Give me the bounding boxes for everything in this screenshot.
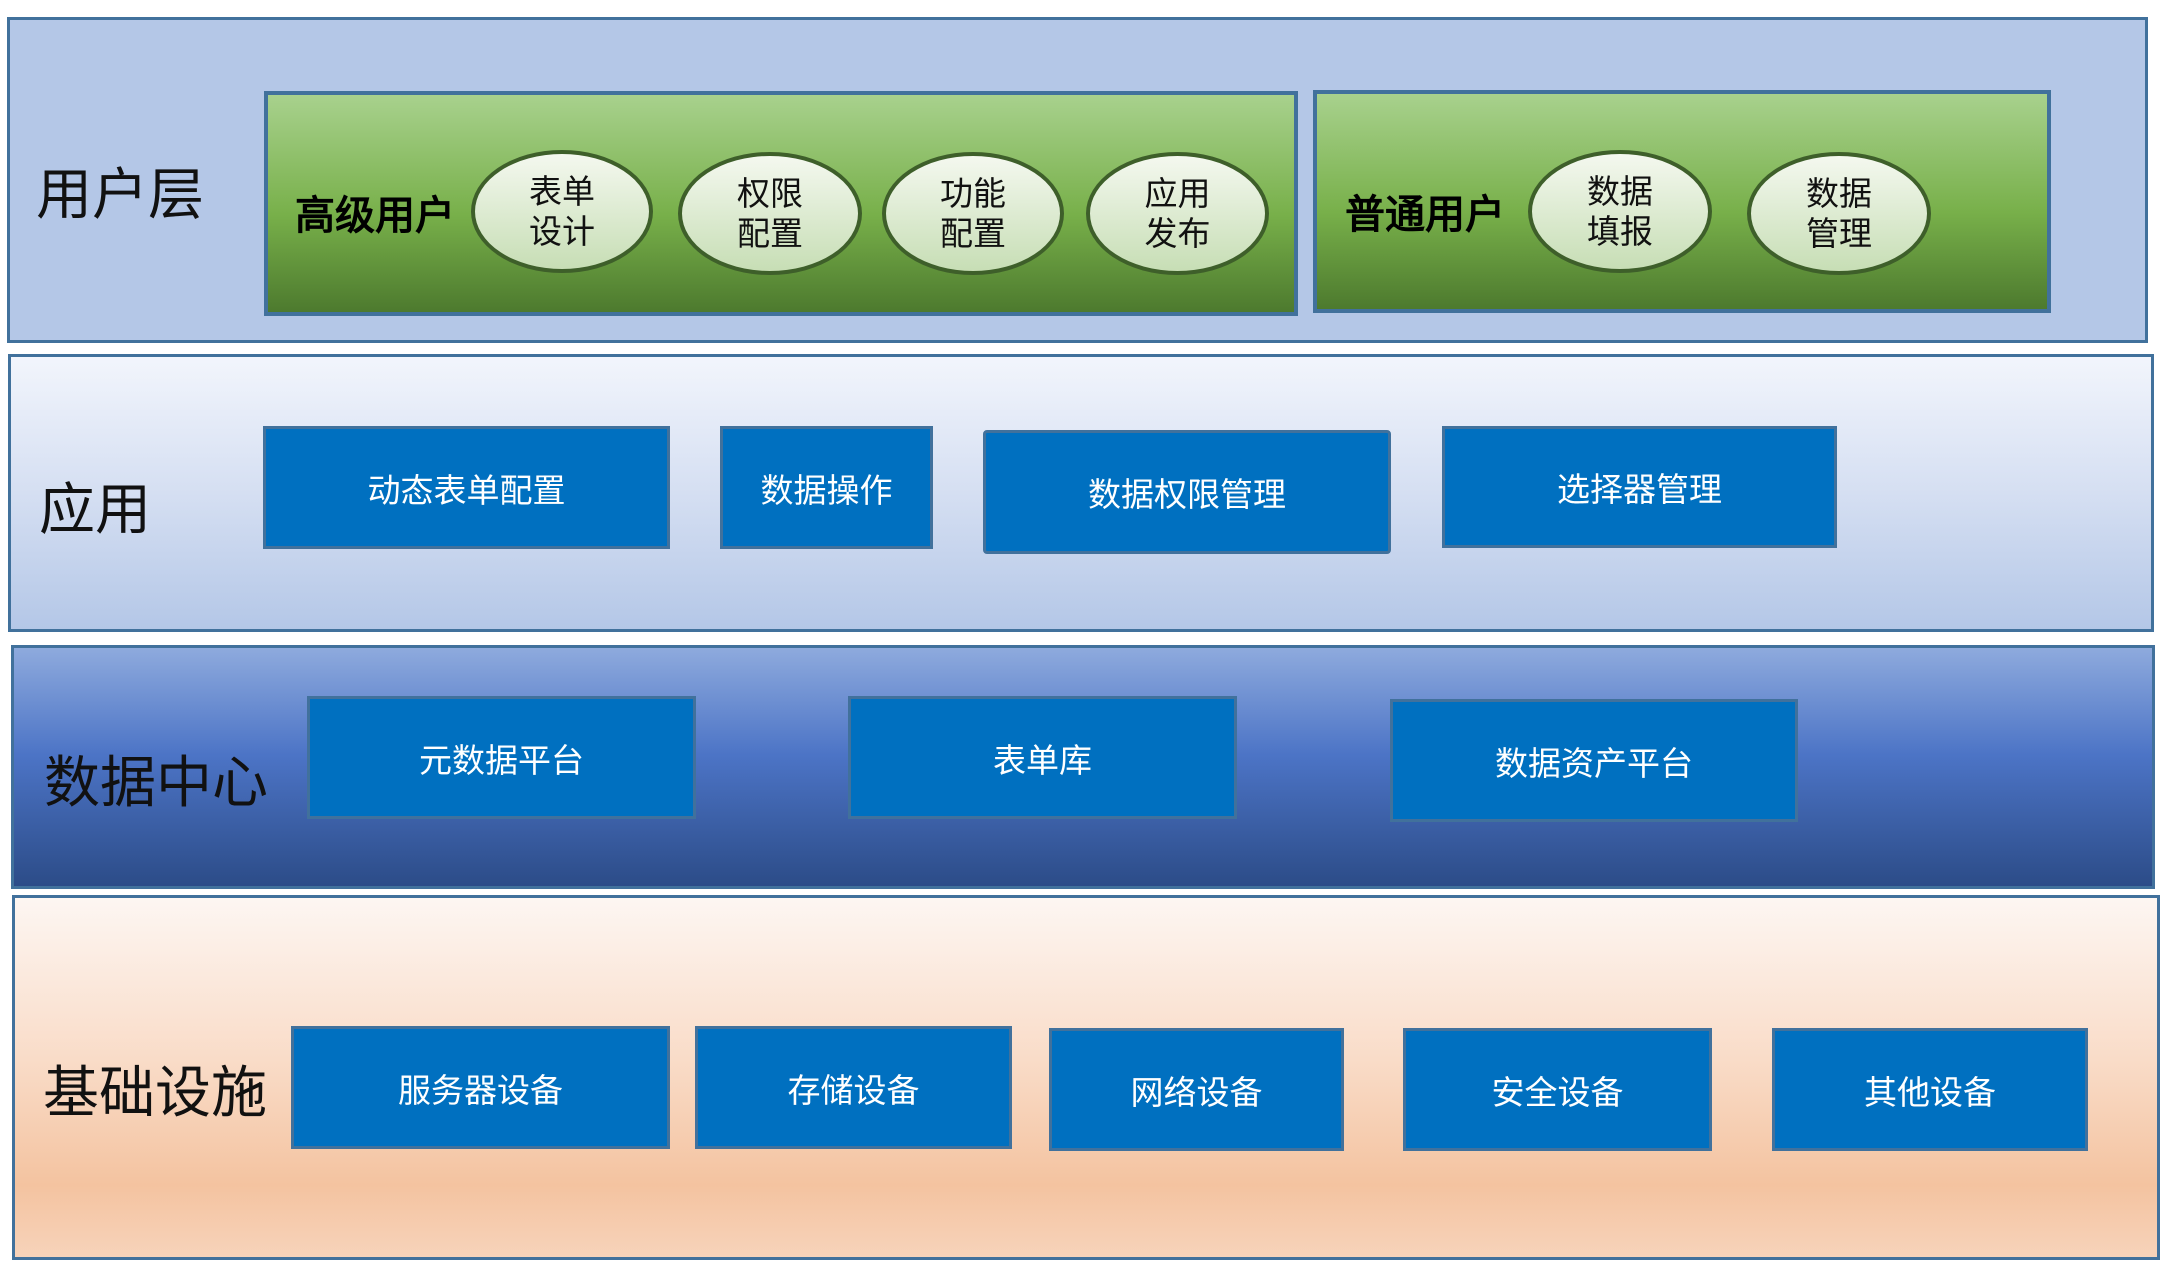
oval-line: 功能	[940, 173, 1006, 213]
app-layer-label: 应用	[39, 478, 151, 543]
user-layer-label: 用户层	[36, 163, 204, 228]
box-data-permission[interactable]: 数据权限管理	[983, 430, 1391, 554]
oval-line: 数据	[1806, 173, 1872, 213]
box-security-equipment[interactable]: 安全设备	[1403, 1028, 1712, 1151]
oval-app-publish[interactable]: 应用发布	[1086, 152, 1269, 275]
box-server-equipment[interactable]: 服务器设备	[291, 1026, 670, 1149]
advanced-user-label: 高级用户	[295, 193, 455, 239]
oval-line: 表单	[529, 171, 595, 211]
oval-line: 应用	[1144, 173, 1211, 213]
oval-data-entry[interactable]: 数据填报	[1528, 150, 1712, 273]
box-data-asset-platform[interactable]: 数据资产平台	[1390, 699, 1798, 822]
box-data-operation[interactable]: 数据操作	[720, 426, 933, 549]
box-metadata-platform[interactable]: 元数据平台	[307, 696, 696, 819]
normal-user-label: 普通用户	[1345, 192, 1505, 238]
oval-line: 填报	[1587, 211, 1653, 251]
oval-line: 配置	[737, 213, 803, 253]
box-storage-equipment[interactable]: 存储设备	[695, 1026, 1012, 1149]
infrastructure-label: 基础设施	[43, 1061, 267, 1126]
oval-form-design[interactable]: 表单设计	[471, 150, 653, 273]
oval-line: 管理	[1806, 213, 1872, 253]
box-other-equipment[interactable]: 其他设备	[1772, 1028, 2088, 1151]
oval-line: 数据	[1587, 171, 1653, 211]
box-selector-management[interactable]: 选择器管理	[1442, 426, 1837, 548]
oval-line: 配置	[940, 213, 1006, 253]
oval-line: 发布	[1144, 213, 1211, 253]
box-network-equipment[interactable]: 网络设备	[1049, 1028, 1344, 1151]
oval-line: 权限	[737, 173, 803, 213]
box-form-library[interactable]: 表单库	[848, 696, 1237, 819]
oval-function-config[interactable]: 功能配置	[882, 152, 1064, 275]
data-center-label: 数据中心	[44, 751, 268, 816]
oval-line: 设计	[529, 211, 595, 251]
oval-data-management[interactable]: 数据管理	[1747, 152, 1931, 275]
oval-permission-config[interactable]: 权限配置	[678, 152, 862, 275]
box-dynamic-form-config[interactable]: 动态表单配置	[263, 426, 670, 549]
